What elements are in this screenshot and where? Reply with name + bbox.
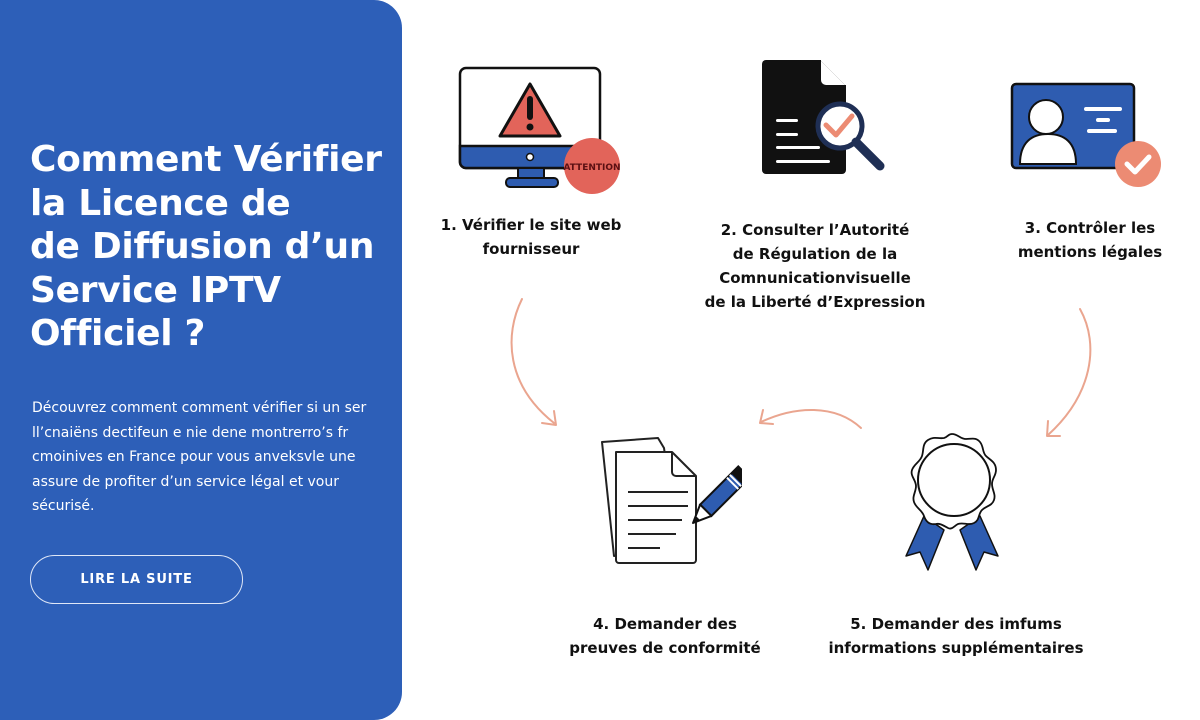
flow-arrow-1-to-4	[510, 298, 557, 426]
step-1-label: 1. Vérifier le site web fournisseur	[441, 213, 622, 261]
hero-intro-line: sécurisé.	[32, 498, 95, 514]
step-5-label: 5. Demander des imfums informations supp…	[828, 612, 1083, 660]
step-label-line: fournisseur	[482, 240, 580, 258]
step-4-label: 4. Demander des preuves de conformité	[569, 612, 760, 660]
hero-intro-line: cmoinives en France pour vous anveksvle …	[32, 449, 356, 465]
hero-intro-line: ll’cnaiëns dectifeun e nie dene montrerr…	[32, 424, 349, 441]
hero-intro-line: Découvrez comment comment vérifier si un…	[32, 400, 367, 416]
hero-title-line: Service IPTV	[30, 269, 281, 311]
step-label-line: preuves de conformité	[569, 639, 761, 657]
flow-arrow-5-to-4	[759, 408, 862, 429]
hero-title-line: Officiel ?	[30, 313, 206, 354]
attention-badge-text: ATTENTION	[563, 163, 620, 173]
id-card-check-icon	[1010, 82, 1161, 187]
step-label-line: 3. Contrôler les	[1024, 219, 1156, 237]
document-magnifier-check-icon	[762, 60, 885, 174]
step-label-line: 4. Demander des	[593, 615, 737, 633]
hero-title: Comment Vérifier la Licence de de Diffus…	[30, 138, 400, 356]
hero-title-line: la Licence de	[30, 182, 291, 224]
step-label-line: 2. Consulter l’Autorité	[720, 221, 910, 239]
step-label-line: de la Liberté d’Expression	[704, 293, 926, 311]
monitor-warning-icon: ATTENTION	[458, 66, 621, 194]
hero-panel: Comment Vérifier la Licence de de Diffus…	[0, 0, 402, 720]
step-label-line: Comnunicationvisuelle	[719, 269, 911, 287]
hero-title-line: de Diffusion d’un	[30, 226, 375, 267]
step-label-line: de Régulation de la	[732, 245, 898, 263]
flow-arrow-3-to-5	[1046, 308, 1092, 437]
award-ribbon-icon	[905, 433, 999, 571]
hero-intro-line: assure de profiter d’un service légal et…	[32, 473, 340, 490]
step-label-line: 5. Demander des imfums	[850, 615, 1062, 633]
hero-intro: Découvrez comment comment vérifier si un…	[32, 396, 382, 519]
read-more-button[interactable]: LIRE LA SUITE	[30, 555, 243, 604]
hero-title-line: Comment Vérifier	[30, 139, 382, 180]
step-3-label: 3. Contrôler les mentions légales	[1018, 216, 1162, 264]
documents-pencil-icon	[601, 437, 742, 564]
step-label-line: mentions légales	[1017, 243, 1163, 261]
step-2-label: 2. Consulter l’Autorité de Régulation de…	[705, 218, 926, 314]
step-label-line: 1. Vérifier le site web	[440, 216, 622, 234]
step-label-line: informations supplémentaires	[828, 639, 1084, 657]
